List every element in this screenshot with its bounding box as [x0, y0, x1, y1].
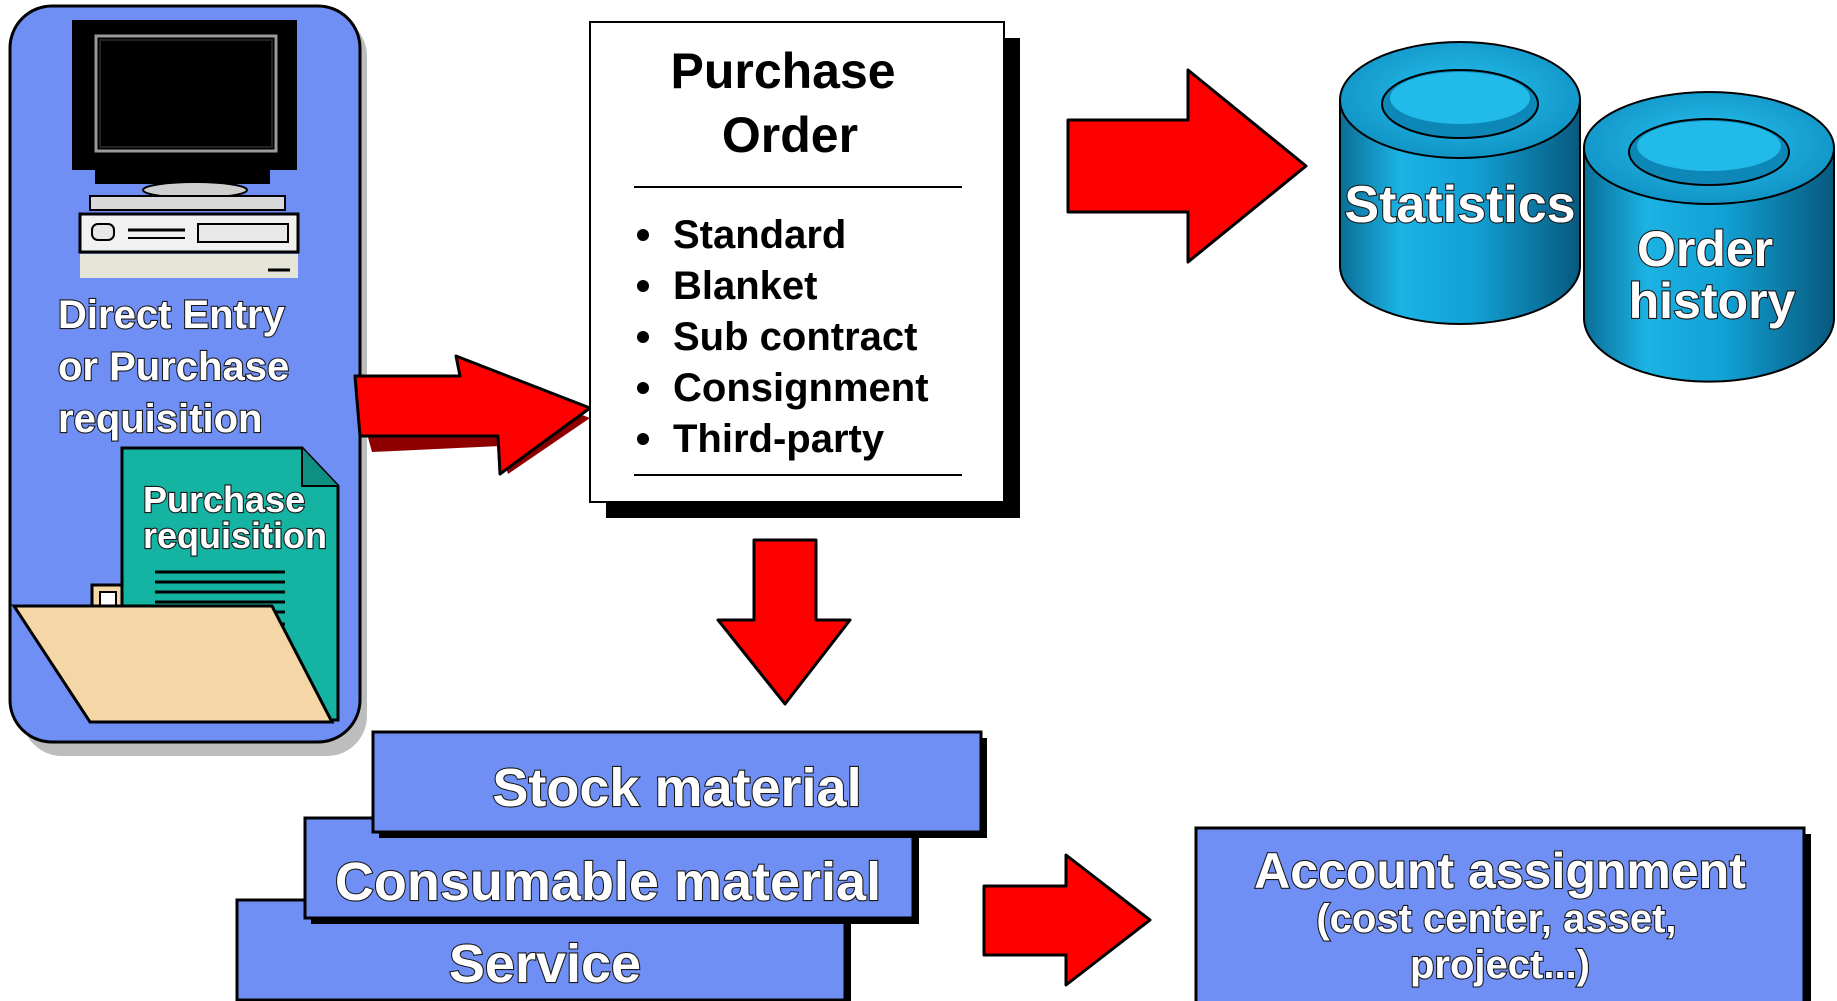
computer-icon — [72, 20, 300, 278]
purchase-order-title-line-2: Order — [722, 107, 858, 163]
document-label-line-1: Purchase — [143, 479, 305, 520]
po-type-item: Standard — [673, 213, 846, 257]
item-label: Consumable material — [335, 852, 881, 912]
statistics-label: Statistics — [1344, 176, 1575, 234]
database-order-history: Order history — [1583, 91, 1835, 383]
bullet-icon — [637, 433, 649, 445]
account-assignment-box: Account assignment (cost center, asset, … — [1194, 826, 1811, 1001]
folder-icon — [11, 583, 335, 724]
arrow-right-icon — [982, 853, 1152, 987]
purchase-order-title-line-1: Purchase — [670, 43, 895, 99]
source-label-line-3: requisition — [58, 397, 262, 441]
order-history-label: Order history — [1629, 221, 1796, 329]
arrow-right-icon — [1066, 68, 1308, 264]
item-service: Service — [235, 898, 851, 1001]
database-icon — [1339, 41, 1581, 325]
account-detail-line-1: (cost center, asset, — [1316, 897, 1676, 941]
arrow-right-icon — [353, 354, 592, 476]
bullet-icon — [637, 280, 649, 292]
po-type-item: Blanket — [673, 264, 818, 308]
po-type-item: Third-party — [673, 417, 885, 461]
account-assignment-detail: (cost center, asset, project...) — [1316, 897, 1687, 987]
bullet-icon — [637, 331, 649, 343]
item-stock-material: Stock material — [371, 730, 987, 838]
source-label-line-2: or Purchase — [58, 345, 289, 389]
po-type-item: Sub contract — [673, 315, 917, 359]
arrow-down-icon — [716, 538, 852, 706]
bullet-icon — [637, 382, 649, 394]
database-statistics: Statistics — [1339, 41, 1581, 325]
po-type-item: Consignment — [673, 366, 929, 410]
bullet-icon — [637, 229, 649, 241]
document-label-line-2: requisition — [143, 515, 327, 556]
item-category-stack: Service Consumable material Stock materi… — [235, 730, 987, 1001]
database-icon — [1583, 91, 1835, 383]
order-history-line-1: Order — [1637, 221, 1773, 277]
purchase-order-box: Purchase Order Standard Blanket Sub cont… — [589, 21, 1020, 518]
source-panel: Direct Entry or Purchase requisition Pur… — [8, 4, 367, 756]
source-label: Direct Entry or Purchase requisition — [58, 293, 300, 441]
item-label: Service — [449, 934, 641, 994]
account-detail-line-2: project...) — [1410, 943, 1590, 987]
item-label: Stock material — [492, 758, 861, 818]
document-label: Purchase requisition — [143, 479, 327, 556]
purchase-order-types: Standard Blanket Sub contract Consignmen… — [637, 213, 929, 461]
account-assignment-title: Account assignment — [1254, 843, 1746, 899]
source-label-line-1: Direct Entry — [58, 293, 285, 337]
purchase-order-title: Purchase Order — [670, 43, 909, 163]
order-history-line-2: history — [1629, 273, 1796, 329]
